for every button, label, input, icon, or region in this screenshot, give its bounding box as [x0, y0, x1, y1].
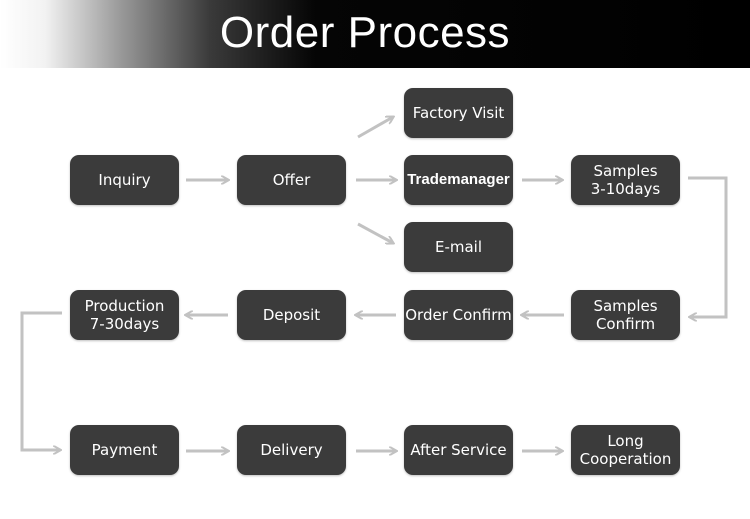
- step-production: Production 7-30days: [70, 290, 179, 340]
- title-banner: [0, 0, 750, 68]
- page-title: Order Process: [219, 8, 511, 57]
- arrow-samples-samples-confirm: [688, 176, 728, 317]
- step-deposit: Deposit: [237, 290, 346, 340]
- step-factory-visit: Factory Visit: [404, 88, 513, 138]
- step-after-service: After Service: [404, 425, 513, 475]
- step-payment: Payment: [70, 425, 179, 475]
- step-email: E-mail: [404, 222, 513, 272]
- step-long-cooperation: Long Cooperation: [571, 425, 680, 475]
- step-samples: Samples 3-10days: [571, 155, 680, 205]
- step-trademanager: Trademanager: [404, 155, 513, 205]
- arrow-offer-email: [357, 222, 393, 243]
- arrow-production-payment: [20, 311, 62, 450]
- step-delivery: Delivery: [237, 425, 346, 475]
- arrow-offer-factory-visit: [357, 117, 393, 139]
- step-samples-confirm: Samples Confirm: [571, 290, 680, 340]
- step-order-confirm: Order Confirm: [404, 290, 513, 340]
- step-inquiry: Inquiry: [70, 155, 179, 205]
- step-offer: Offer: [237, 155, 346, 205]
